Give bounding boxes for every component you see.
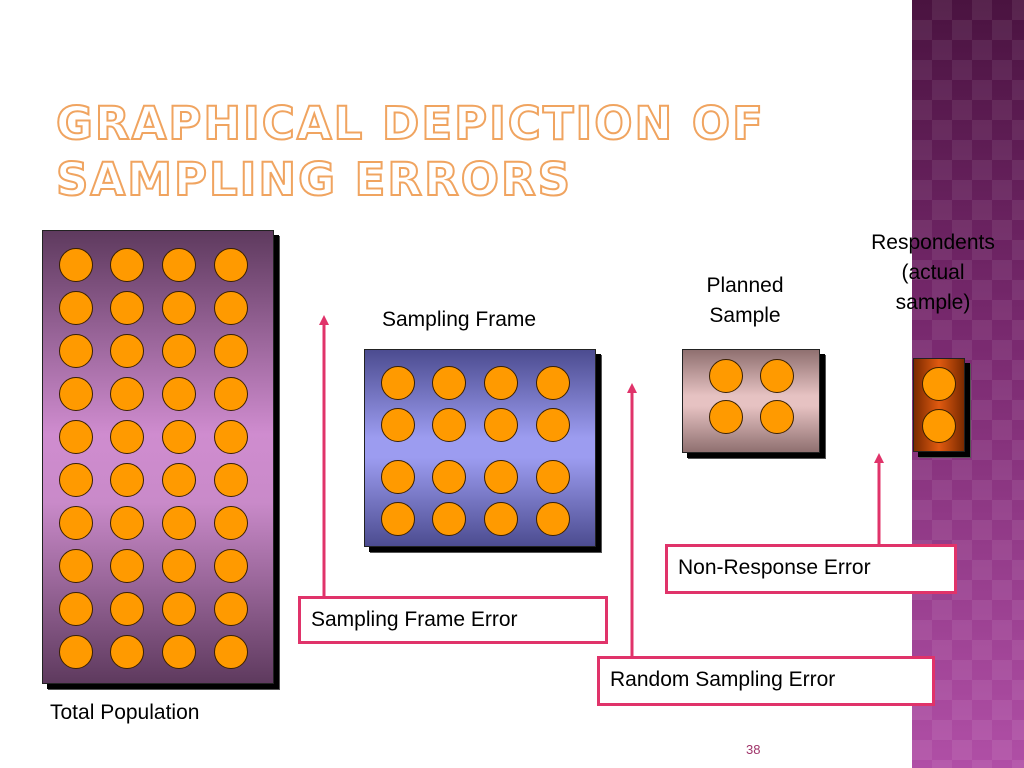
non-response-error-box: Non-Response Error — [665, 544, 957, 594]
sample-unit-dot — [59, 420, 93, 454]
sample-unit-dot — [381, 366, 415, 400]
respondents-label-line-2: (actual — [901, 261, 965, 284]
sample-unit-dot — [110, 420, 144, 454]
sample-unit-dot — [536, 502, 570, 536]
sample-unit-dot — [536, 408, 570, 442]
total-population-label: Total Population — [50, 701, 200, 724]
sample-unit-dot — [536, 460, 570, 494]
sample-unit-dot — [381, 502, 415, 536]
sample-unit-dot — [59, 248, 93, 282]
sample-unit-dot — [484, 366, 518, 400]
respondents-label: Respondents (actual sample) — [858, 228, 1008, 318]
sample-unit-dot — [162, 248, 196, 282]
sample-unit-dot — [214, 377, 248, 411]
sample-unit-dot — [214, 506, 248, 540]
sample-unit-dot — [162, 635, 196, 669]
respondents-label-line-3: sample) — [895, 291, 971, 314]
sample-unit-dot — [484, 408, 518, 442]
sample-unit-dot — [760, 359, 794, 393]
sample-unit-dot — [432, 502, 466, 536]
sample-unit-dot — [214, 291, 248, 325]
sample-unit-dot — [162, 463, 196, 497]
sample-unit-dot — [214, 549, 248, 583]
sample-unit-dot — [432, 408, 466, 442]
sample-unit-dot — [162, 506, 196, 540]
sample-unit-dot — [59, 549, 93, 583]
slide-title: Graphical Depiction of Sampling Errors — [55, 96, 765, 208]
total-population-panel — [42, 230, 274, 684]
sample-unit-dot — [214, 635, 248, 669]
sample-unit-dot — [214, 248, 248, 282]
sample-unit-dot — [110, 506, 144, 540]
sampling-frame-error-box: Sampling Frame Error — [298, 596, 608, 644]
sample-unit-dot — [110, 635, 144, 669]
slide-number: 38 — [746, 742, 761, 757]
sample-unit-dot — [922, 409, 956, 443]
sample-unit-dot — [110, 463, 144, 497]
title-line-2: Sampling Errors — [55, 152, 573, 207]
sample-unit-dot — [110, 549, 144, 583]
sample-unit-dot — [59, 635, 93, 669]
sample-unit-dot — [59, 291, 93, 325]
sample-unit-dot — [381, 460, 415, 494]
random-sampling-error-box: Random Sampling Error — [597, 656, 935, 706]
sample-unit-dot — [59, 334, 93, 368]
sample-unit-dot — [381, 408, 415, 442]
sample-unit-dot — [709, 359, 743, 393]
sampling-frame-panel — [364, 349, 596, 547]
sample-unit-dot — [484, 502, 518, 536]
sample-unit-dot — [110, 377, 144, 411]
sample-unit-dot — [214, 592, 248, 626]
sample-unit-dot — [59, 377, 93, 411]
sample-unit-dot — [214, 334, 248, 368]
planned-sample-label-line-2: Sample — [709, 304, 781, 327]
respondents-label-line-1: Respondents — [871, 231, 995, 254]
sample-unit-dot — [110, 248, 144, 282]
sample-unit-dot — [760, 400, 794, 434]
planned-sample-label: Planned Sample — [690, 271, 800, 331]
sample-unit-dot — [922, 367, 956, 401]
sampling-frame-label: Sampling Frame — [382, 308, 537, 331]
sample-unit-dot — [709, 400, 743, 434]
sample-unit-dot — [59, 592, 93, 626]
sample-unit-dot — [162, 592, 196, 626]
sample-unit-dot — [432, 460, 466, 494]
sample-unit-dot — [162, 291, 196, 325]
respondents-panel — [913, 358, 965, 452]
sample-unit-dot — [484, 460, 518, 494]
sample-unit-dot — [110, 334, 144, 368]
sample-unit-dot — [110, 291, 144, 325]
sample-unit-dot — [214, 420, 248, 454]
sample-unit-dot — [59, 506, 93, 540]
sample-unit-dot — [214, 463, 248, 497]
planned-sample-label-line-1: Planned — [706, 274, 784, 297]
sample-unit-dot — [432, 366, 466, 400]
sample-unit-dot — [162, 334, 196, 368]
sample-unit-dot — [536, 366, 570, 400]
sample-unit-dot — [162, 420, 196, 454]
title-line-1: Graphical Depiction of — [55, 96, 765, 151]
sample-unit-dot — [59, 463, 93, 497]
sample-unit-dot — [162, 377, 196, 411]
planned-sample-panel — [682, 349, 820, 453]
sample-unit-dot — [162, 549, 196, 583]
sample-unit-dot — [110, 592, 144, 626]
